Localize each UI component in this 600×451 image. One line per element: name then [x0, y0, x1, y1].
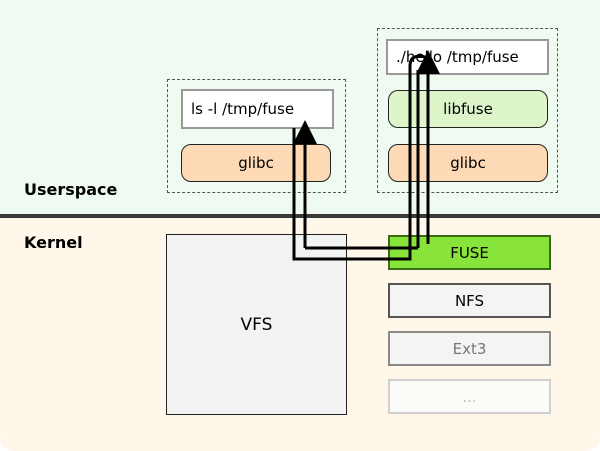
nfs-fs-box: NFS: [388, 283, 551, 318]
kernel-label: Kernel: [24, 233, 83, 252]
hello-command-box: ./hello /tmp/fuse: [386, 39, 549, 75]
vfs-box: VFS: [166, 234, 347, 415]
userspace-label: Userspace: [24, 180, 118, 199]
fuse-fs-box: FUSE: [388, 235, 551, 270]
right-glibc-box: glibc: [388, 144, 548, 182]
user-kernel-divider: [0, 214, 600, 218]
libfuse-box: libfuse: [388, 90, 548, 128]
left-glibc-box: glibc: [181, 144, 331, 182]
ext3-fs-box: Ext3: [388, 331, 551, 366]
ls-command-box: ls -l /tmp/fuse: [181, 89, 334, 129]
other-fs-box: ...: [388, 379, 551, 414]
